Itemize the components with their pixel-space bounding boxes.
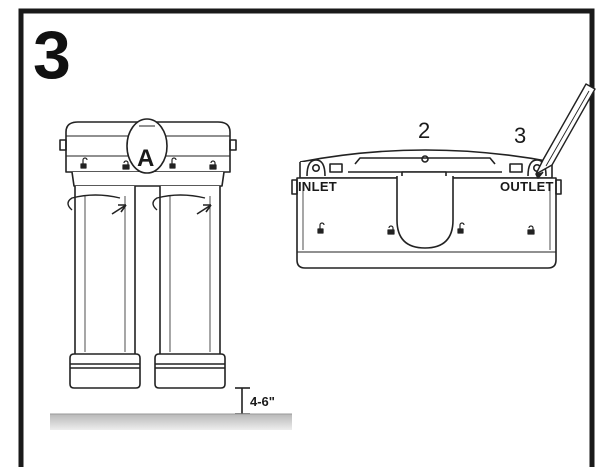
outlet-label: OUTLET bbox=[500, 179, 554, 194]
filter-assembly-front bbox=[59, 118, 250, 415]
floor-surface bbox=[50, 414, 292, 430]
clearance-label: 4-6" bbox=[250, 394, 275, 409]
step-number: 3 bbox=[33, 17, 71, 93]
manifold-head-view bbox=[291, 83, 596, 269]
port-3-label: 3 bbox=[514, 123, 526, 148]
port-2-label: 2 bbox=[418, 118, 430, 143]
inlet-label: INLET bbox=[298, 179, 337, 194]
cap-letter-a: A bbox=[137, 145, 154, 172]
